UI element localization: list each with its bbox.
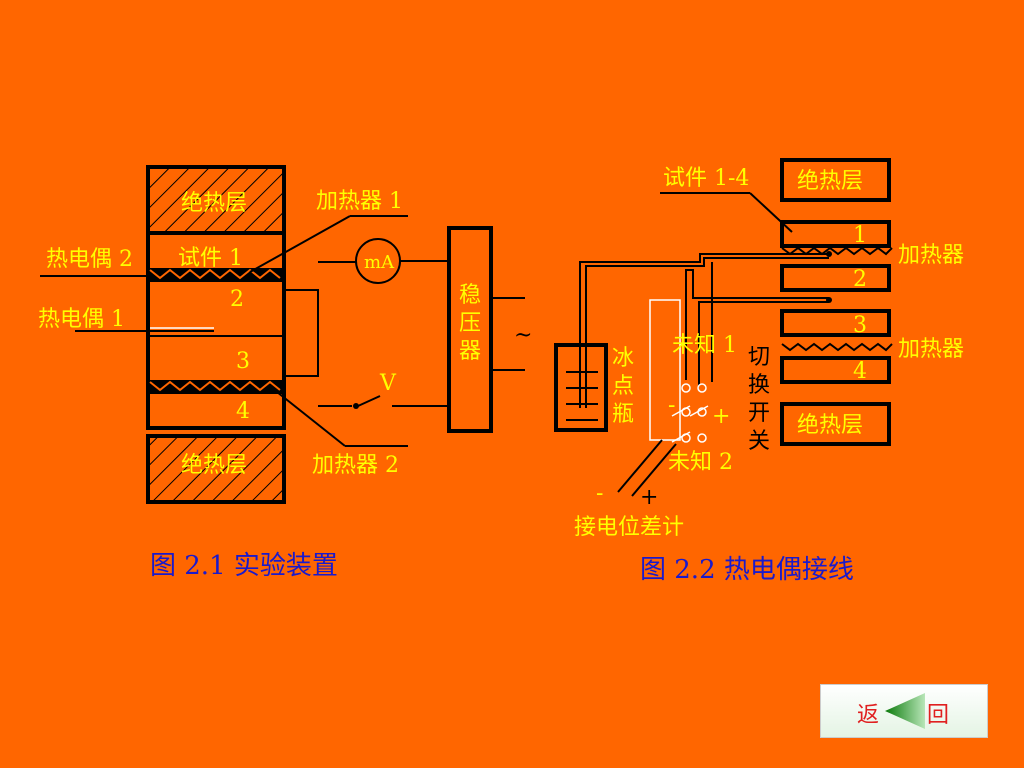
fig2-n1: 1 [853,223,867,248]
fig2-specimen-label: 试件 1-4 [663,166,749,191]
heater-2-label: 加热器 2 [312,453,399,478]
stabilizer-char-2: 压 [459,311,481,336]
voltmeter-label: V [379,371,397,396]
fig2-n4: 4 [853,359,867,384]
figure-experimental-setup: 绝热层 试件 1 2 3 4 绝热层 热电偶 2 热电偶 1 加热器 1 加热器… [38,165,532,581]
switch-plus: + [712,404,730,429]
layer-4-label: 4 [236,399,250,424]
ice-point-bottle [554,343,608,432]
fig2-heater-a-label: 加热器 [898,243,964,268]
potentiometer-minus: - [596,481,603,506]
fig2-insulation-bottom-box [780,402,891,446]
fig2-specimen-2 [780,264,891,292]
layer-2-label: 2 [230,287,244,312]
switch-char-3: 开 [748,401,770,426]
ac-symbol: ~ [514,323,532,348]
nav-back-text: 返 [857,703,880,728]
fig2-insulation-top-label: 绝热层 [797,169,863,194]
figure-2-1-caption: 图 2.1 实验装置 [150,551,338,581]
potentiometer-plus: + [640,485,658,510]
thermocouple-1-label: 热电偶 1 [38,307,125,332]
fig2-specimen-3 [780,309,891,337]
changeover-switch [649,299,709,443]
fig2-specimen-1 [780,220,891,248]
insulation-top-label: 绝热层 [181,191,247,216]
heater-1-label: 加热器 1 [316,189,403,214]
voltage-stabilizer-box [447,226,493,433]
fig2-heater-b-label: 加热器 [898,337,964,362]
insulation-bottom-block [146,434,286,504]
fig2-n2: 2 [853,267,867,292]
figure-thermocouple-wiring: 绝热层 1 加热器 2 3 加热器 4 绝热层 试件 1-4 冰 [554,158,964,585]
ice-bottle-char-1: 冰 [612,346,634,371]
fig2-insulation-top-box [780,158,891,202]
back-navigation-button[interactable]: 返 回 [820,684,988,738]
fig2-specimen-4 [780,356,891,384]
ice-bottle-char-3: 瓶 [612,402,634,427]
stabilizer-char-3: 器 [459,339,481,364]
unknown-2-label: 未知 2 [668,450,733,475]
layer-3-label: 3 [236,349,250,374]
unknown-1-label: 未知 1 [672,333,737,358]
switch-minus: - [668,393,675,418]
insulation-bottom-label: 绝热层 [181,453,247,478]
ammeter-label: mA [364,252,395,273]
potentiometer-label: 接电位差计 [574,515,684,540]
stabilizer-char-1: 稳 [459,283,481,308]
switch-char-4: 关 [748,429,770,454]
ice-bottle-char-2: 点 [612,374,634,399]
thermocouple-2-label: 热电偶 2 [46,247,133,272]
fig2-n3: 3 [853,313,867,338]
nav-return-text: 回 [927,703,950,728]
fig2-insulation-bottom-label: 绝热层 [797,413,863,438]
switch-char-2: 换 [748,373,770,398]
figure-2-2-caption: 图 2.2 热电偶接线 [640,555,854,585]
left-arrow-icon [885,693,925,729]
specimen-1-label: 试件 1 [178,246,243,271]
switch-char-1: 切 [748,345,770,370]
